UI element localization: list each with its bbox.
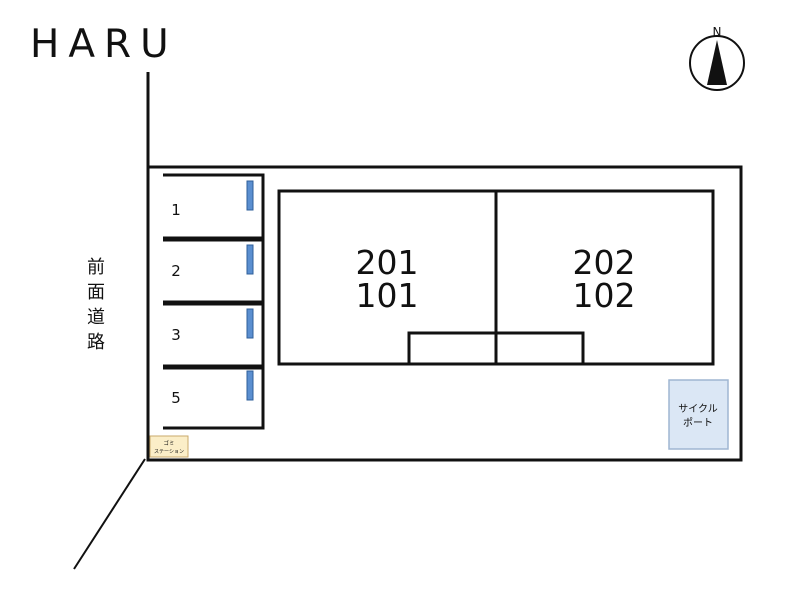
north-compass-icon: N — [689, 25, 745, 91]
road-diagonal-line — [73, 458, 146, 570]
unit-number-lower: 101 — [356, 276, 419, 315]
parking-meter-icon — [246, 180, 254, 211]
page-title: HARU — [30, 22, 178, 67]
cycle-port-area — [668, 379, 729, 450]
cycle-port-label: ポート — [683, 417, 713, 429]
parking-space-number: 2 — [171, 262, 181, 280]
parking-space-2 — [163, 238, 265, 304]
road-label-char: 道 — [87, 307, 105, 328]
parking-space-5 — [163, 366, 265, 430]
road-label-char: 面 — [87, 282, 105, 303]
cycle-port-label: サイクル — [678, 403, 718, 415]
garbage-station-label: ゴミ — [163, 439, 174, 447]
parking-meter-icon — [246, 308, 254, 339]
garbage-station: ゴミ ステーション — [149, 435, 189, 458]
parking-space-1 — [163, 173, 265, 240]
unit-number-upper: 201 — [356, 243, 419, 282]
parking-space-number: 1 — [171, 201, 181, 219]
road-label-char: 路 — [87, 332, 105, 353]
parking-area: 1 2 3 5 — [163, 173, 265, 430]
parking-meter-icon — [246, 244, 254, 275]
building: 201 101 202 102 — [277, 189, 715, 366]
road-label: 前 面 道 路 — [87, 257, 105, 353]
parking-space-number: 3 — [171, 326, 181, 344]
unit-number-upper: 202 — [573, 243, 636, 282]
road-label-char: 前 — [87, 257, 105, 278]
parking-space-number: 5 — [171, 389, 181, 407]
site-boundary — [146, 165, 743, 462]
garbage-station-label: ステーション — [154, 449, 184, 455]
parking-meter-icon — [246, 370, 254, 401]
garbage-station-area — [149, 435, 189, 458]
compass-north-label: N — [713, 25, 722, 39]
entrance-landing — [407, 331, 585, 366]
parking-space-3 — [163, 302, 265, 368]
cycle-port: サイクル ポート — [668, 379, 729, 450]
unit-number-lower: 102 — [573, 276, 636, 315]
